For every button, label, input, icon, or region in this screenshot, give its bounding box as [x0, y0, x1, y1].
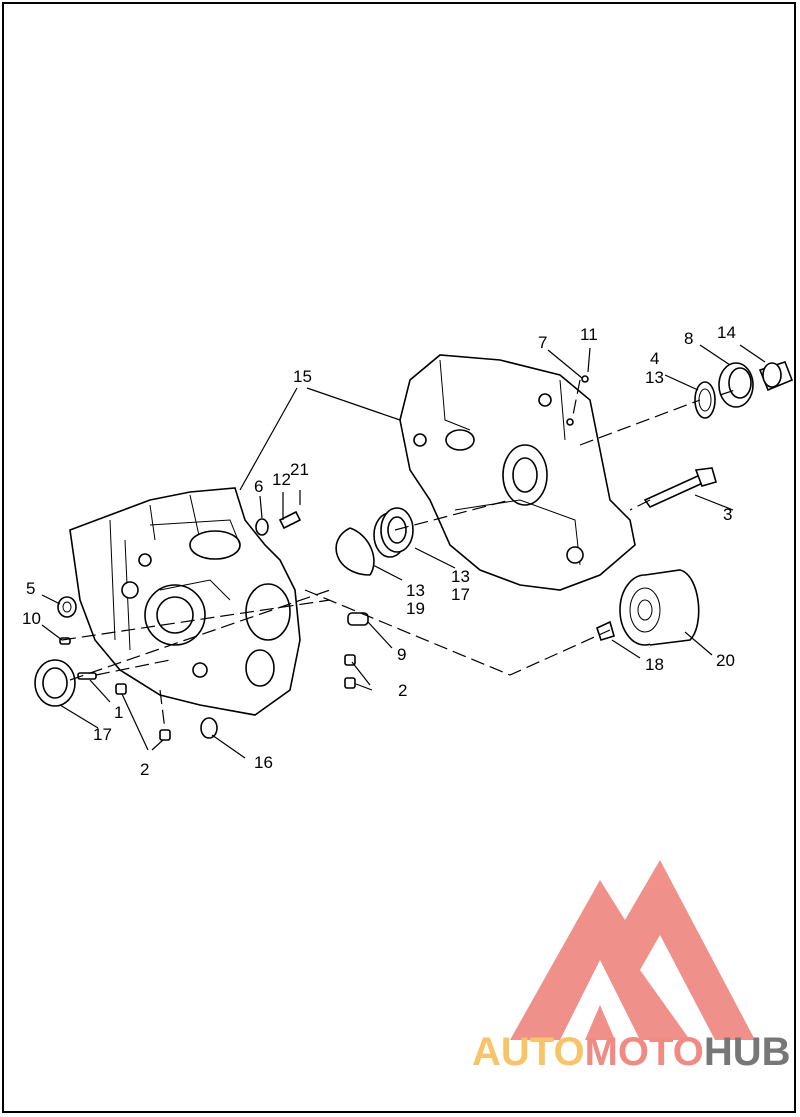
bearing-13-17	[373, 507, 414, 558]
callout-20: 20	[716, 651, 735, 670]
seal-5	[57, 596, 77, 618]
callout-8: 8	[684, 329, 693, 348]
callout-13a: 13	[645, 368, 664, 387]
assembly-lines	[61, 379, 736, 731]
callout-15: 15	[293, 367, 312, 386]
callout-11: 11	[580, 325, 598, 344]
bolt-1	[77, 672, 97, 680]
emblem-inner-cutout	[560, 960, 640, 1040]
logo-text-auto: AUTO	[472, 1030, 585, 1074]
callout-4: 4	[650, 349, 659, 368]
callout-21: 21	[290, 460, 309, 479]
pins-7-11	[566, 375, 589, 426]
sleeve-14	[758, 361, 794, 392]
automotohub-emblem	[510, 860, 755, 1040]
callout-17a: 17	[93, 725, 112, 744]
automotohub-logo-text: AUTOMOTOHUB	[472, 1030, 791, 1075]
callout-7: 7	[538, 333, 547, 352]
fitting-18	[596, 620, 615, 641]
bolt-3	[643, 467, 717, 509]
logo-text-hub: HUB	[703, 1030, 791, 1074]
emblem-inner-mark	[585, 1005, 615, 1040]
callout-12: 12	[272, 470, 291, 489]
callout-13c: 13	[451, 567, 470, 586]
callout-17b: 17	[451, 585, 470, 604]
snap-ring-13	[335, 527, 375, 576]
logo-text-moto: MOTO	[584, 1030, 704, 1074]
left-crankcase-half	[69, 487, 301, 716]
seal-4-13	[694, 381, 716, 419]
callout-13b: 13	[406, 581, 425, 600]
callout-2b: 2	[398, 681, 407, 700]
sensor-12	[278, 510, 302, 530]
callout-10: 10	[22, 609, 41, 628]
callout-9: 9	[397, 645, 406, 664]
callout-6: 6	[254, 477, 263, 496]
oil-filter-20	[619, 569, 700, 646]
emblem-outer-shape	[510, 860, 755, 1040]
callout-labels: 1 2 2 2 3 4 5 6 7 8 9 10 11 12 13 13 13 …	[22, 323, 736, 779]
bearing-17-left	[34, 659, 76, 707]
dowel-9	[347, 612, 369, 626]
callout-14: 14	[717, 323, 736, 342]
callout-3: 3	[723, 505, 732, 524]
callout-18: 18	[645, 655, 664, 674]
bearing-8	[718, 362, 754, 408]
leader-lines	[41, 344, 766, 759]
ring-6	[255, 518, 269, 536]
callout-5: 5	[26, 579, 35, 598]
right-crankcase-half	[399, 354, 636, 591]
callout-19: 19	[406, 599, 425, 618]
callout-16: 16	[254, 753, 273, 772]
plug-16	[200, 717, 218, 739]
callout-1: 1	[114, 703, 123, 722]
callout-2a: 2	[140, 760, 149, 779]
